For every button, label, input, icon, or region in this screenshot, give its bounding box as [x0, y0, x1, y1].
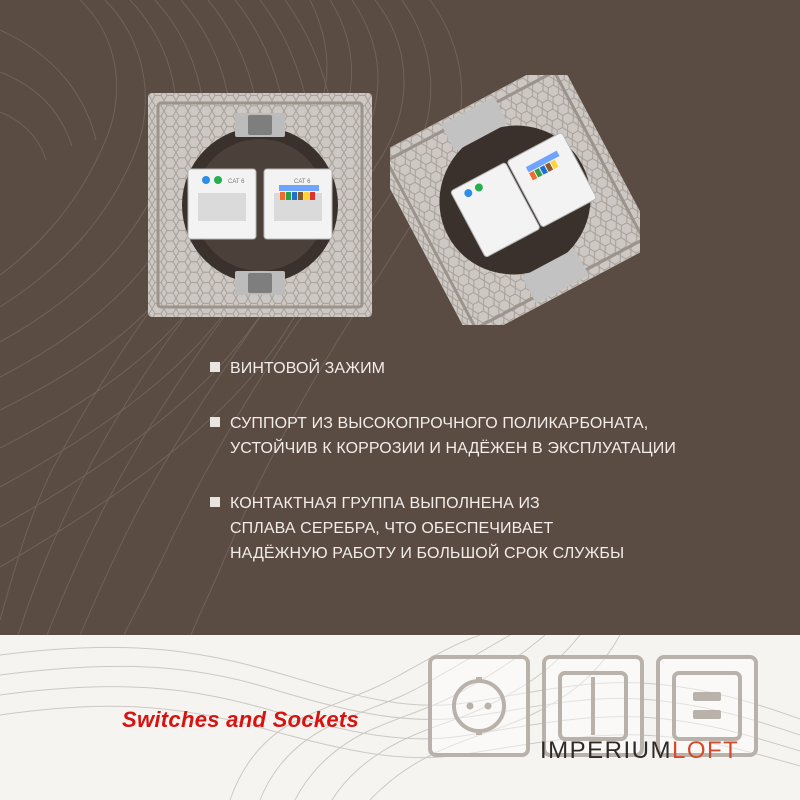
- feature-text: КОНТАКТНАЯ ГРУППА ВЫПОЛНЕНА ИЗ СПЛАВА СЕ…: [230, 495, 625, 562]
- product-icons: [428, 655, 760, 765]
- feature-item: ВИНТОВОЙ ЗАЖИМ: [210, 356, 770, 381]
- feature-text: СУППОРТ ИЗ ВЫСОКОПРОЧНОГО ПОЛИКАРБОНАТА,…: [230, 415, 677, 457]
- usb-socket-frame: [672, 671, 742, 741]
- brand-logo: IMPERIUMLOFT: [540, 737, 739, 765]
- bottom-panel: Switches and Sockets: [0, 635, 800, 800]
- features-list: ВИНТОВОЙ ЗАЖИМ СУППОРТ ИЗ ВЫСОКОПРОЧНОГО…: [210, 356, 770, 596]
- bullet-icon: [210, 417, 220, 427]
- feature-item: СУППОРТ ИЗ ВЫСОКОПРОЧНОГО ПОЛИКАРБОНАТА,…: [210, 411, 770, 461]
- socket-icon-svg: [452, 677, 506, 735]
- left-mechanism-image: CAT 6 CAT 6: [148, 93, 372, 317]
- usb-socket-symbol: [693, 692, 721, 719]
- feature-text: ВИНТОВОЙ ЗАЖИМ: [230, 360, 386, 377]
- socket-icon: [428, 655, 530, 757]
- bullet-icon: [210, 362, 220, 372]
- double-switch-icon: [542, 655, 644, 757]
- brand-part-2: LOFT: [672, 737, 740, 764]
- top-panel: CAT 6 CAT 6: [0, 0, 800, 635]
- bullet-icon: [210, 497, 220, 507]
- feature-item: КОНТАКТНАЯ ГРУППА ВЫПОЛНЕНА ИЗ СПЛАВА СЕ…: [210, 491, 770, 566]
- cat-label-left: CAT 6: [228, 179, 245, 185]
- right-mechanism-image: [390, 75, 640, 325]
- usb-socket-icon: [656, 655, 758, 757]
- tagline: Switches and Sockets: [122, 707, 360, 732]
- double-switch-divider: [591, 677, 595, 735]
- cat-label-right: CAT 6: [294, 179, 311, 185]
- double-switch-frame: [558, 671, 628, 741]
- brand-part-1: IMPERIUM: [540, 737, 672, 764]
